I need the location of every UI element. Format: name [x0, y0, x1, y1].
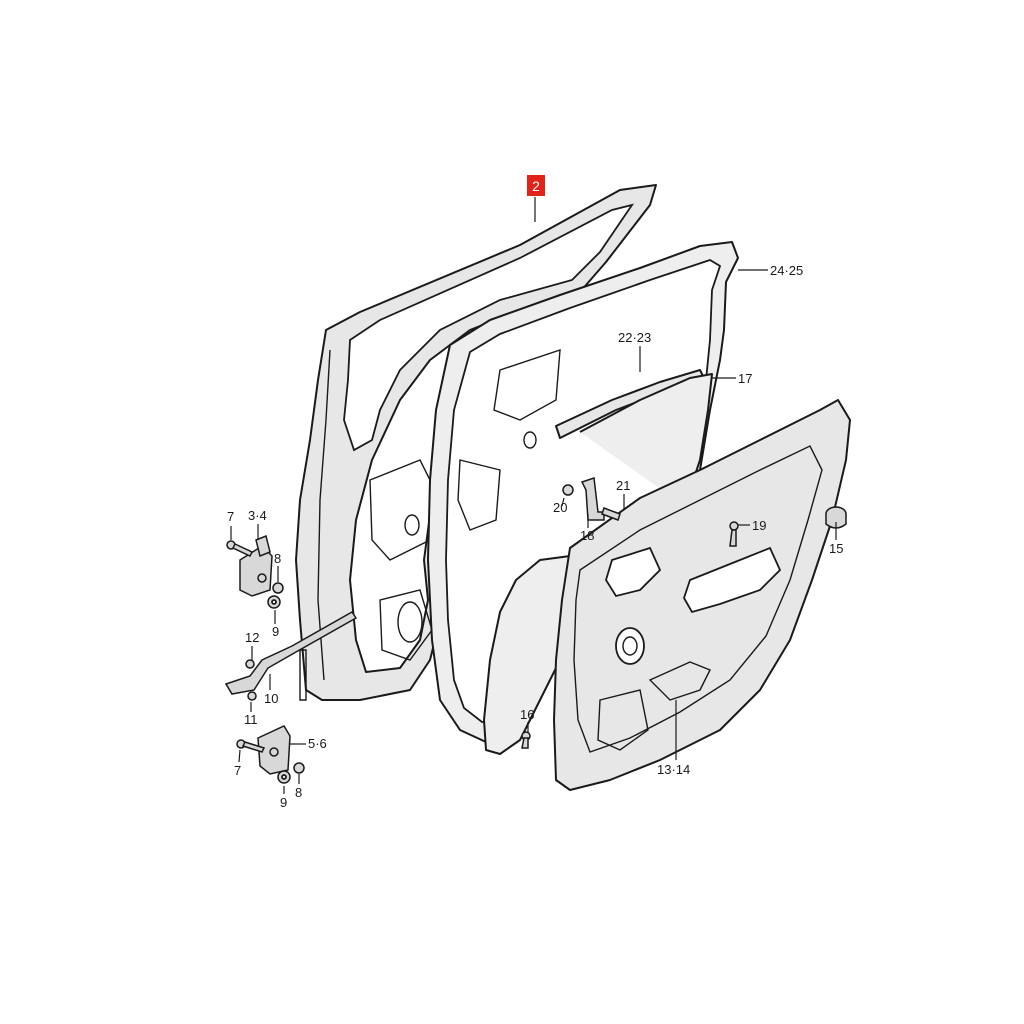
label-24-25: 24·25	[770, 263, 803, 278]
washer-9-bottom-part[interactable]	[277, 770, 291, 784]
label-20: 20	[553, 500, 567, 515]
label-7-top: 7	[227, 509, 234, 524]
bolt-7-bottom-part[interactable]	[236, 739, 266, 753]
label-3-4: 3·4	[248, 508, 267, 523]
part-2-badge[interactable]	[527, 175, 545, 196]
label-16: 16	[520, 707, 534, 722]
upper-hinge-part[interactable]	[239, 534, 273, 597]
cap-part[interactable]	[825, 506, 847, 529]
label-8-top: 8	[274, 551, 281, 566]
door-trim-panel-part[interactable]	[553, 399, 851, 791]
bolt-12-part[interactable]	[245, 659, 255, 669]
nut-8-bottom-part[interactable]	[293, 762, 305, 774]
label-7-bottom: 7	[234, 763, 241, 778]
label-8-bottom: 8	[295, 785, 302, 800]
label-22-23: 22·23	[618, 330, 651, 345]
label-5-6: 5·6	[308, 736, 327, 751]
label-18: 18	[580, 528, 594, 543]
label-21: 21	[616, 478, 630, 493]
bolt-7-top-part[interactable]	[226, 540, 254, 557]
nut-20-part[interactable]	[562, 484, 574, 496]
screw-19-part[interactable]	[729, 521, 739, 547]
label-19: 19	[752, 518, 766, 533]
nut-8-top-part[interactable]	[272, 582, 284, 594]
bolt-11-part[interactable]	[247, 691, 257, 701]
door-check-part[interactable]	[224, 611, 358, 701]
bracket-18-part[interactable]	[580, 476, 605, 521]
label-17: 17	[738, 371, 752, 386]
washer-9-top-part[interactable]	[267, 595, 281, 609]
leader-lines	[230, 197, 837, 794]
part-2-label: 2	[532, 178, 540, 194]
bolt-21-part[interactable]	[601, 507, 621, 521]
label-9-bottom: 9	[280, 795, 287, 810]
label-11: 11	[244, 712, 258, 727]
label-12: 12	[245, 630, 259, 645]
label-15: 15	[829, 541, 843, 556]
label-13-14: 13·14	[657, 762, 690, 777]
label-9-top: 9	[272, 624, 279, 639]
label-10: 10	[264, 691, 278, 706]
lower-hinge-part[interactable]	[257, 725, 291, 775]
screw-16-part[interactable]	[521, 731, 531, 749]
